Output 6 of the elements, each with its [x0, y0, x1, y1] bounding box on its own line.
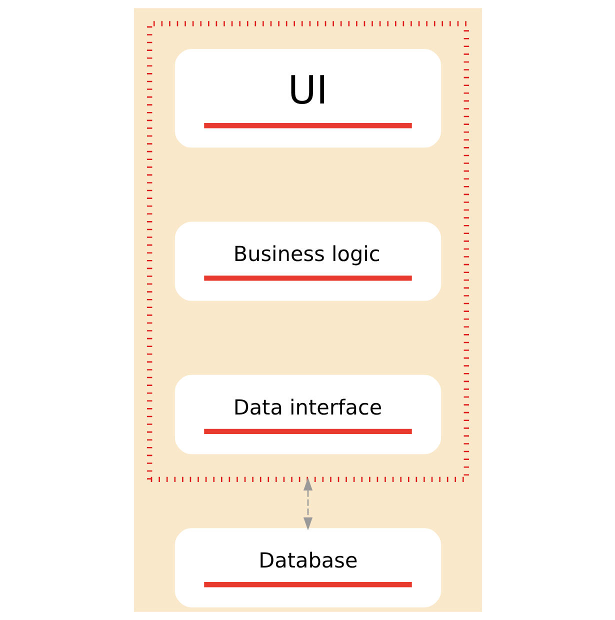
node-box: Database	[174, 528, 441, 608]
node-box: Business logic	[174, 222, 441, 301]
node-box: Data interface	[174, 374, 441, 454]
arrow	[302, 477, 312, 530]
cluster	[146, 21, 469, 482]
node-box: UI	[174, 49, 441, 148]
